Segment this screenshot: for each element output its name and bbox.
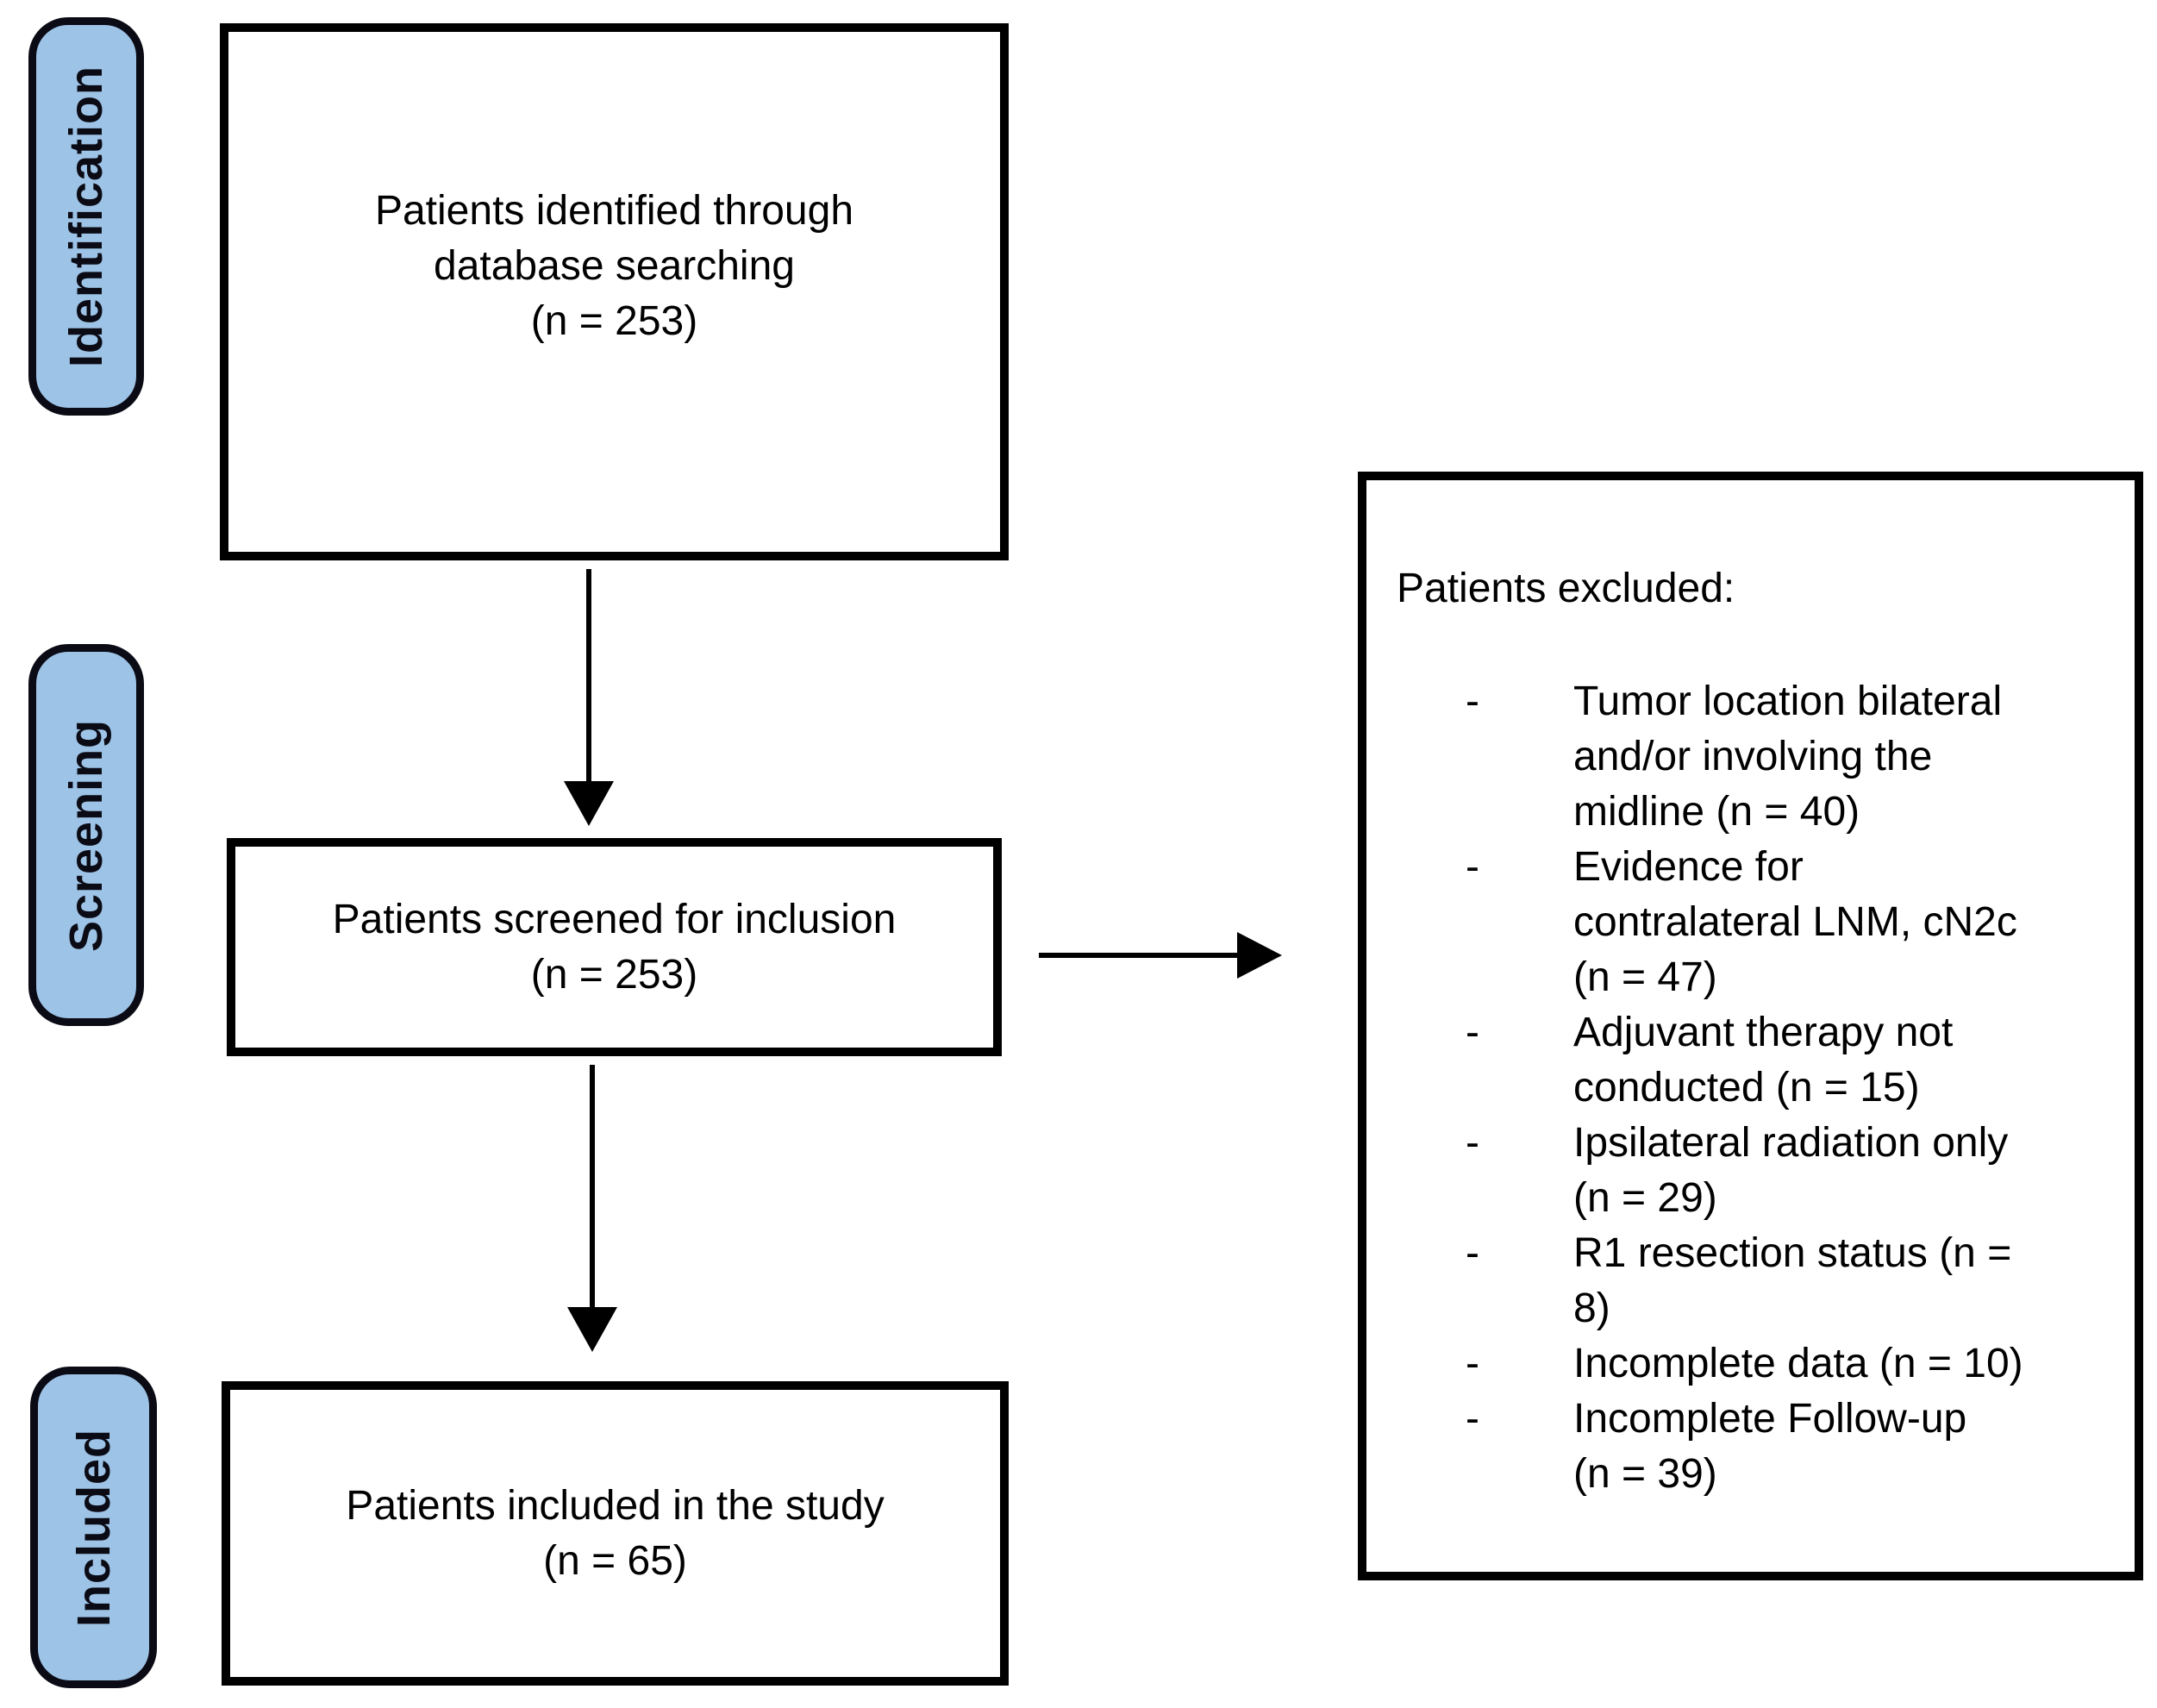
exclusion-bullet-marker: - xyxy=(1466,1010,1479,1055)
exclusion-item: - R1 resection status (n = 8) xyxy=(1397,1226,2117,1336)
exclusion-item: - Ipsilateral radiation only (n = 29) xyxy=(1397,1116,2117,1226)
stage-pill-included: Included xyxy=(30,1367,157,1688)
stage-label-screening: Screening xyxy=(60,718,112,952)
exclusion-title: Patients excluded: xyxy=(1397,566,1735,611)
exclusion-item-text: Incomplete data (n = 10) xyxy=(1573,1341,2023,1386)
exclusion-bullet-marker: - xyxy=(1466,679,1479,724)
exclusion-item: - Incomplete data (n = 10) xyxy=(1397,1336,2117,1392)
exclusion-item: - Incomplete Follow-up (n = 39) xyxy=(1397,1392,2117,1502)
exclusion-item-text: Ipsilateral radiation only (n = 29) xyxy=(1573,1120,2009,1221)
stage-label-included: Included xyxy=(67,1428,120,1627)
exclusion-bullet-marker: - xyxy=(1466,1120,1479,1166)
exclusion-item: - Adjuvant therapy not conducted (n = 15… xyxy=(1397,1005,2117,1116)
flow-box-screened-text: Patients screened for inclusion (n = 253… xyxy=(332,896,897,998)
arrow-right-screened-to-excluded-line xyxy=(1039,953,1239,958)
exclusion-bullet-marker: - xyxy=(1466,1230,1479,1276)
arrow-right-screened-to-excluded-head-icon xyxy=(1237,932,1282,979)
arrow-down-screened-to-included-head-icon xyxy=(567,1307,617,1352)
exclusion-item-text: Tumor location bilateral and/or involvin… xyxy=(1573,679,2003,835)
exclusion-list: - Tumor location bilateral and/or involv… xyxy=(1397,674,2117,1502)
flow-box-identified-text: Patients identified through database sea… xyxy=(374,187,854,344)
exclusion-item-text: Evidence for contralateral LNM, cN2c (n … xyxy=(1573,844,2017,1000)
exclusion-item-text: Adjuvant therapy not conducted (n = 15) xyxy=(1573,1010,1954,1111)
exclusion-bullet-marker: - xyxy=(1466,1341,1479,1386)
stage-pill-screening: Screening xyxy=(28,644,144,1026)
exclusion-item: - Tumor location bilateral and/or involv… xyxy=(1397,674,2117,840)
exclusion-item-text: Incomplete Follow-up (n = 39) xyxy=(1573,1396,1967,1497)
arrow-down-screened-to-included-line xyxy=(590,1065,595,1311)
flow-box-included: Patients included in the study (n = 65) xyxy=(222,1381,1009,1686)
exclusion-item-text: R1 resection status (n = 8) xyxy=(1573,1230,2012,1331)
exclusion-item: - Evidence for contralateral LNM, cN2c (… xyxy=(1397,840,2117,1005)
flow-box-identified: Patients identified through database sea… xyxy=(220,23,1009,560)
arrow-down-identified-to-screened-head-icon xyxy=(564,781,614,826)
arrow-down-identified-to-screened-line xyxy=(586,569,591,785)
stage-label-identification: Identification xyxy=(60,66,112,367)
stage-pill-identification: Identification xyxy=(28,17,144,416)
flow-box-screened: Patients screened for inclusion (n = 253… xyxy=(227,838,1002,1056)
flow-box-included-text: Patients included in the study (n = 65) xyxy=(346,1482,885,1584)
exclusion-box: Patients excluded: - Tumor location bila… xyxy=(1358,472,2143,1580)
exclusion-bullet-marker: - xyxy=(1466,844,1479,890)
exclusion-bullet-marker: - xyxy=(1466,1396,1479,1442)
